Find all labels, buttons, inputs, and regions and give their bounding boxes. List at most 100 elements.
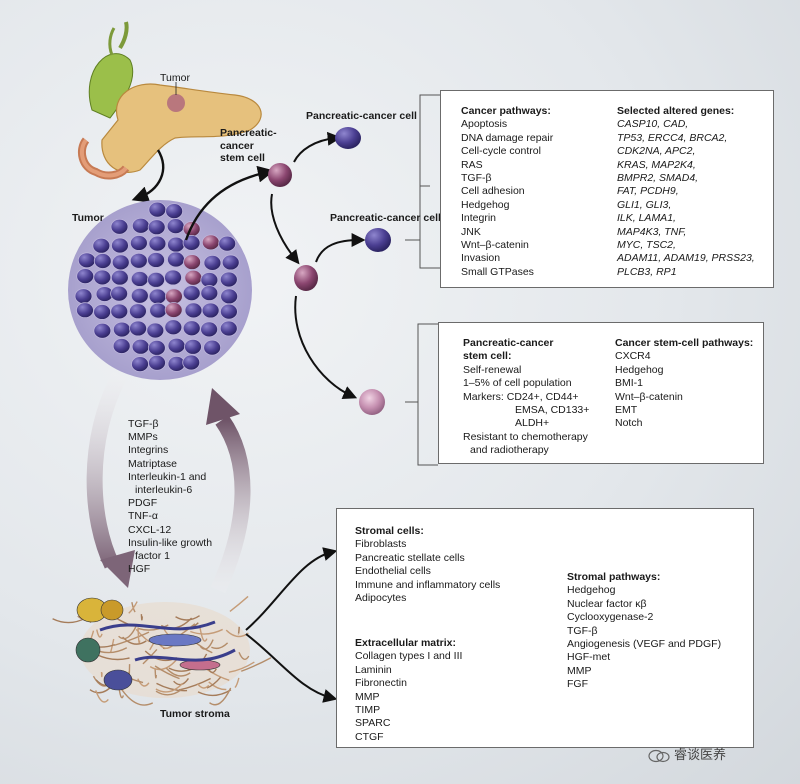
list-item: TGF-β: [128, 418, 159, 430]
collagen-fiber: [190, 628, 223, 635]
tumor-stem-cell: [165, 288, 183, 305]
list-item: EMSA, CD133+: [515, 404, 590, 417]
tumor-cell: [221, 254, 240, 271]
list-item: MMP: [567, 664, 592, 677]
list-item: CASP10, CAD,: [617, 118, 689, 131]
list-item: Self-renewal: [463, 363, 522, 376]
list-item: Laminin: [355, 663, 392, 676]
tumor-cell: [148, 235, 167, 252]
tumor-cell: [165, 203, 184, 220]
stem-cell-1: [268, 163, 292, 187]
arrow-stem2-to-stem3: [294, 295, 358, 400]
list-item: TNF-α: [128, 510, 158, 523]
list-item: GLI1, GLI3,: [617, 198, 672, 211]
list-item: BMI-1: [615, 377, 644, 390]
tumor-cell: [112, 338, 131, 354]
tumor-cell: [167, 236, 185, 253]
cancer-cell-top: [335, 127, 361, 149]
tumor-cell: [220, 288, 239, 305]
collagen-fiber: [128, 601, 138, 614]
altered-genes-list: CASP10, CAD,TP53, ERCC4, BRCA2,CDK2NA, A…: [617, 118, 755, 279]
tumor-cell: [148, 354, 166, 371]
stromal-cell: [100, 599, 124, 621]
list-item: Interleukin-1 and: [128, 470, 207, 483]
list-item: Small GTPases: [461, 265, 534, 278]
stem-cell-title-1: Pancreatic-cancer: [463, 337, 554, 349]
list-item: Endothelial cells: [355, 565, 431, 578]
collagen-fiber: [137, 624, 169, 631]
cancer-cell-top-label: Pancreatic-cancer cell: [306, 110, 417, 122]
list-item: PLCB3, RP1: [617, 265, 677, 278]
collagen-fiber: [196, 683, 210, 689]
list-item: EMT: [615, 404, 638, 417]
list-item: Pancreatic stellate cells: [355, 551, 465, 564]
tumor-mass: [68, 200, 252, 380]
list-item: TGF-β: [567, 624, 598, 637]
arrow-stem-to-cell-top: [293, 131, 342, 163]
stromal-cell: [103, 669, 133, 691]
list-item: Fibronectin: [355, 677, 407, 690]
tumor-stroma-label: Tumor stroma: [160, 708, 230, 720]
list-item: Cyclooxygenase-2: [567, 611, 654, 624]
collagen-fiber: [155, 689, 182, 696]
arrow-stroma-to-ecm: [245, 633, 338, 703]
list-item: PDGF: [128, 497, 158, 510]
list-item: KRAS, MAP2K4,: [617, 158, 696, 171]
list-item: ALDH+: [515, 417, 550, 430]
collagen-fiber: [240, 657, 272, 672]
list-item: Wnt–β-catenin: [615, 390, 683, 403]
list-item: CXCR4: [615, 350, 651, 363]
tumor-cell: [74, 288, 93, 305]
collagen-fiber: [211, 642, 229, 650]
tumor-cell: [76, 268, 95, 284]
stromal-cell: [148, 633, 202, 647]
stem-cell-label: Pancreatic- cancer stem cell: [220, 127, 277, 164]
tumor-cell: [200, 321, 219, 338]
list-item: JNK: [461, 225, 481, 238]
arrow-pancreas-to-tumor: [131, 149, 165, 203]
tumor-cell: [148, 201, 167, 218]
tumor-cell: [76, 302, 94, 319]
stromal-cell: [75, 637, 101, 663]
list-item: Matriptase: [128, 457, 178, 470]
collagen-fiber: [149, 659, 177, 671]
list-item: Invasion: [461, 252, 501, 265]
collagen-fiber: [178, 677, 211, 691]
list-item: Immune and inflammatory cells: [355, 578, 501, 591]
tumor-cell: [184, 338, 202, 355]
ecm-title: Extracellular matrix:: [355, 637, 456, 649]
tumor-cell: [147, 271, 165, 288]
stromal-pathways-title: Stromal pathways:: [567, 571, 661, 583]
tumor-cell: [167, 251, 185, 268]
collagen-fiber: [137, 627, 141, 644]
stem-cell-2: [294, 265, 318, 291]
tumor-cell: [164, 269, 182, 286]
tumor-cell: [147, 219, 166, 236]
tumor-cell: [92, 237, 111, 254]
list-item: CXCL-12: [128, 523, 172, 536]
list-item: Insulin-like growth: [128, 536, 213, 549]
tumor-cell: [130, 287, 149, 304]
collagen-fiber: [154, 668, 157, 679]
list-item: MAP4K3, TNF,: [617, 225, 687, 238]
collagen-fiber: [155, 682, 184, 693]
list-item: Integrin: [461, 212, 497, 225]
arrow-stroma-to-cells: [245, 547, 338, 631]
stem-cell-3: [359, 389, 385, 415]
tumor-cell: [166, 218, 185, 235]
tumor-cell: [110, 218, 129, 235]
tumor-cell: [93, 253, 112, 269]
list-item: BMPR2, SMAD4,: [617, 172, 699, 185]
arrow-stem-to-stem2: [270, 193, 300, 265]
tumor-cell: [147, 339, 166, 356]
collagen-fiber: [228, 661, 255, 673]
list-item: HGF-met: [567, 651, 611, 664]
list-item: FGF: [567, 678, 588, 691]
list-item: Nuclear factor κβ: [567, 597, 647, 610]
tumor-cell: [182, 320, 201, 337]
tumor-cell: [218, 235, 237, 252]
